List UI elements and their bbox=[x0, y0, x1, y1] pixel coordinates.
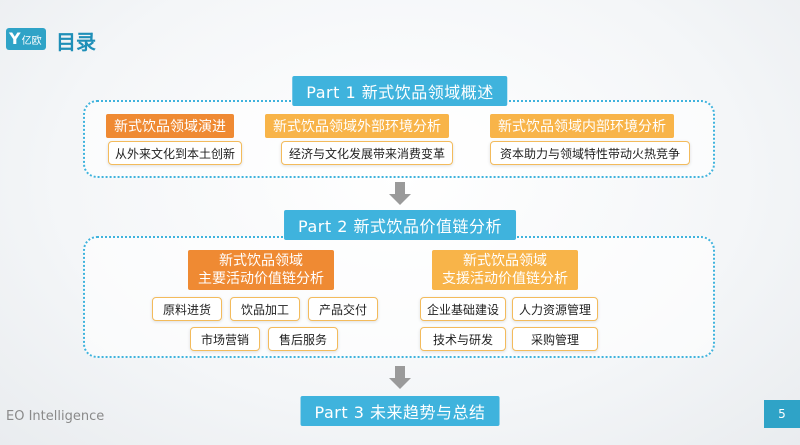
part1-topic-3-detail: 资本助力与领域特性带动火热竞争 bbox=[490, 141, 690, 165]
support-item-3: 技术与研发 bbox=[420, 327, 506, 351]
footer-brand: EO Intelligence bbox=[6, 409, 105, 424]
support-activities-title-line2: 支援活动价值链分析 bbox=[442, 271, 568, 287]
support-item-1: 企业基础建设 bbox=[420, 297, 506, 321]
primary-activities-title: 新式饮品领域 主要活动价值链分析 bbox=[188, 250, 334, 290]
part1-label: Part 1 新式饮品领域概述 bbox=[292, 76, 508, 106]
support-item-4: 采购管理 bbox=[512, 327, 598, 351]
logo-letter: Y bbox=[9, 29, 21, 48]
logo: Y 亿欧 bbox=[6, 28, 46, 50]
down-arrow-icon bbox=[389, 366, 411, 390]
primary-item-3: 产品交付 bbox=[308, 297, 378, 321]
primary-activities-title-line1: 新式饮品领域 bbox=[219, 253, 303, 269]
part2-label: Part 2 新式饮品价值链分析 bbox=[284, 210, 516, 240]
page-title: 目录 bbox=[56, 30, 96, 54]
part1-topic-1-title: 新式饮品领域演进 bbox=[106, 114, 234, 138]
part1-topic-2-title: 新式饮品领域外部环境分析 bbox=[265, 114, 449, 138]
primary-item-1: 原料进货 bbox=[152, 297, 222, 321]
support-activities-title: 新式饮品领域 支援活动价值链分析 bbox=[432, 250, 578, 290]
primary-activities-title-line2: 主要活动价值链分析 bbox=[198, 271, 324, 287]
support-activities-title-line1: 新式饮品领域 bbox=[463, 253, 547, 269]
part1-topic-2-detail: 经济与文化发展带来消费变革 bbox=[281, 141, 453, 165]
part1-topic-1-detail: 从外来文化到本土创新 bbox=[108, 141, 242, 165]
part3-label: Part 3 未来趋势与总结 bbox=[300, 396, 500, 426]
part1-topic-3-title: 新式饮品领域内部环境分析 bbox=[490, 114, 674, 138]
support-item-2: 人力资源管理 bbox=[512, 297, 598, 321]
logo-text: 亿欧 bbox=[21, 35, 42, 47]
page-number: 5 bbox=[764, 400, 800, 428]
part1-panel bbox=[83, 100, 715, 178]
primary-item-4: 市场营销 bbox=[190, 327, 260, 351]
primary-item-5: 售后服务 bbox=[268, 327, 338, 351]
primary-item-2: 饮品加工 bbox=[230, 297, 300, 321]
down-arrow-icon bbox=[389, 182, 411, 206]
